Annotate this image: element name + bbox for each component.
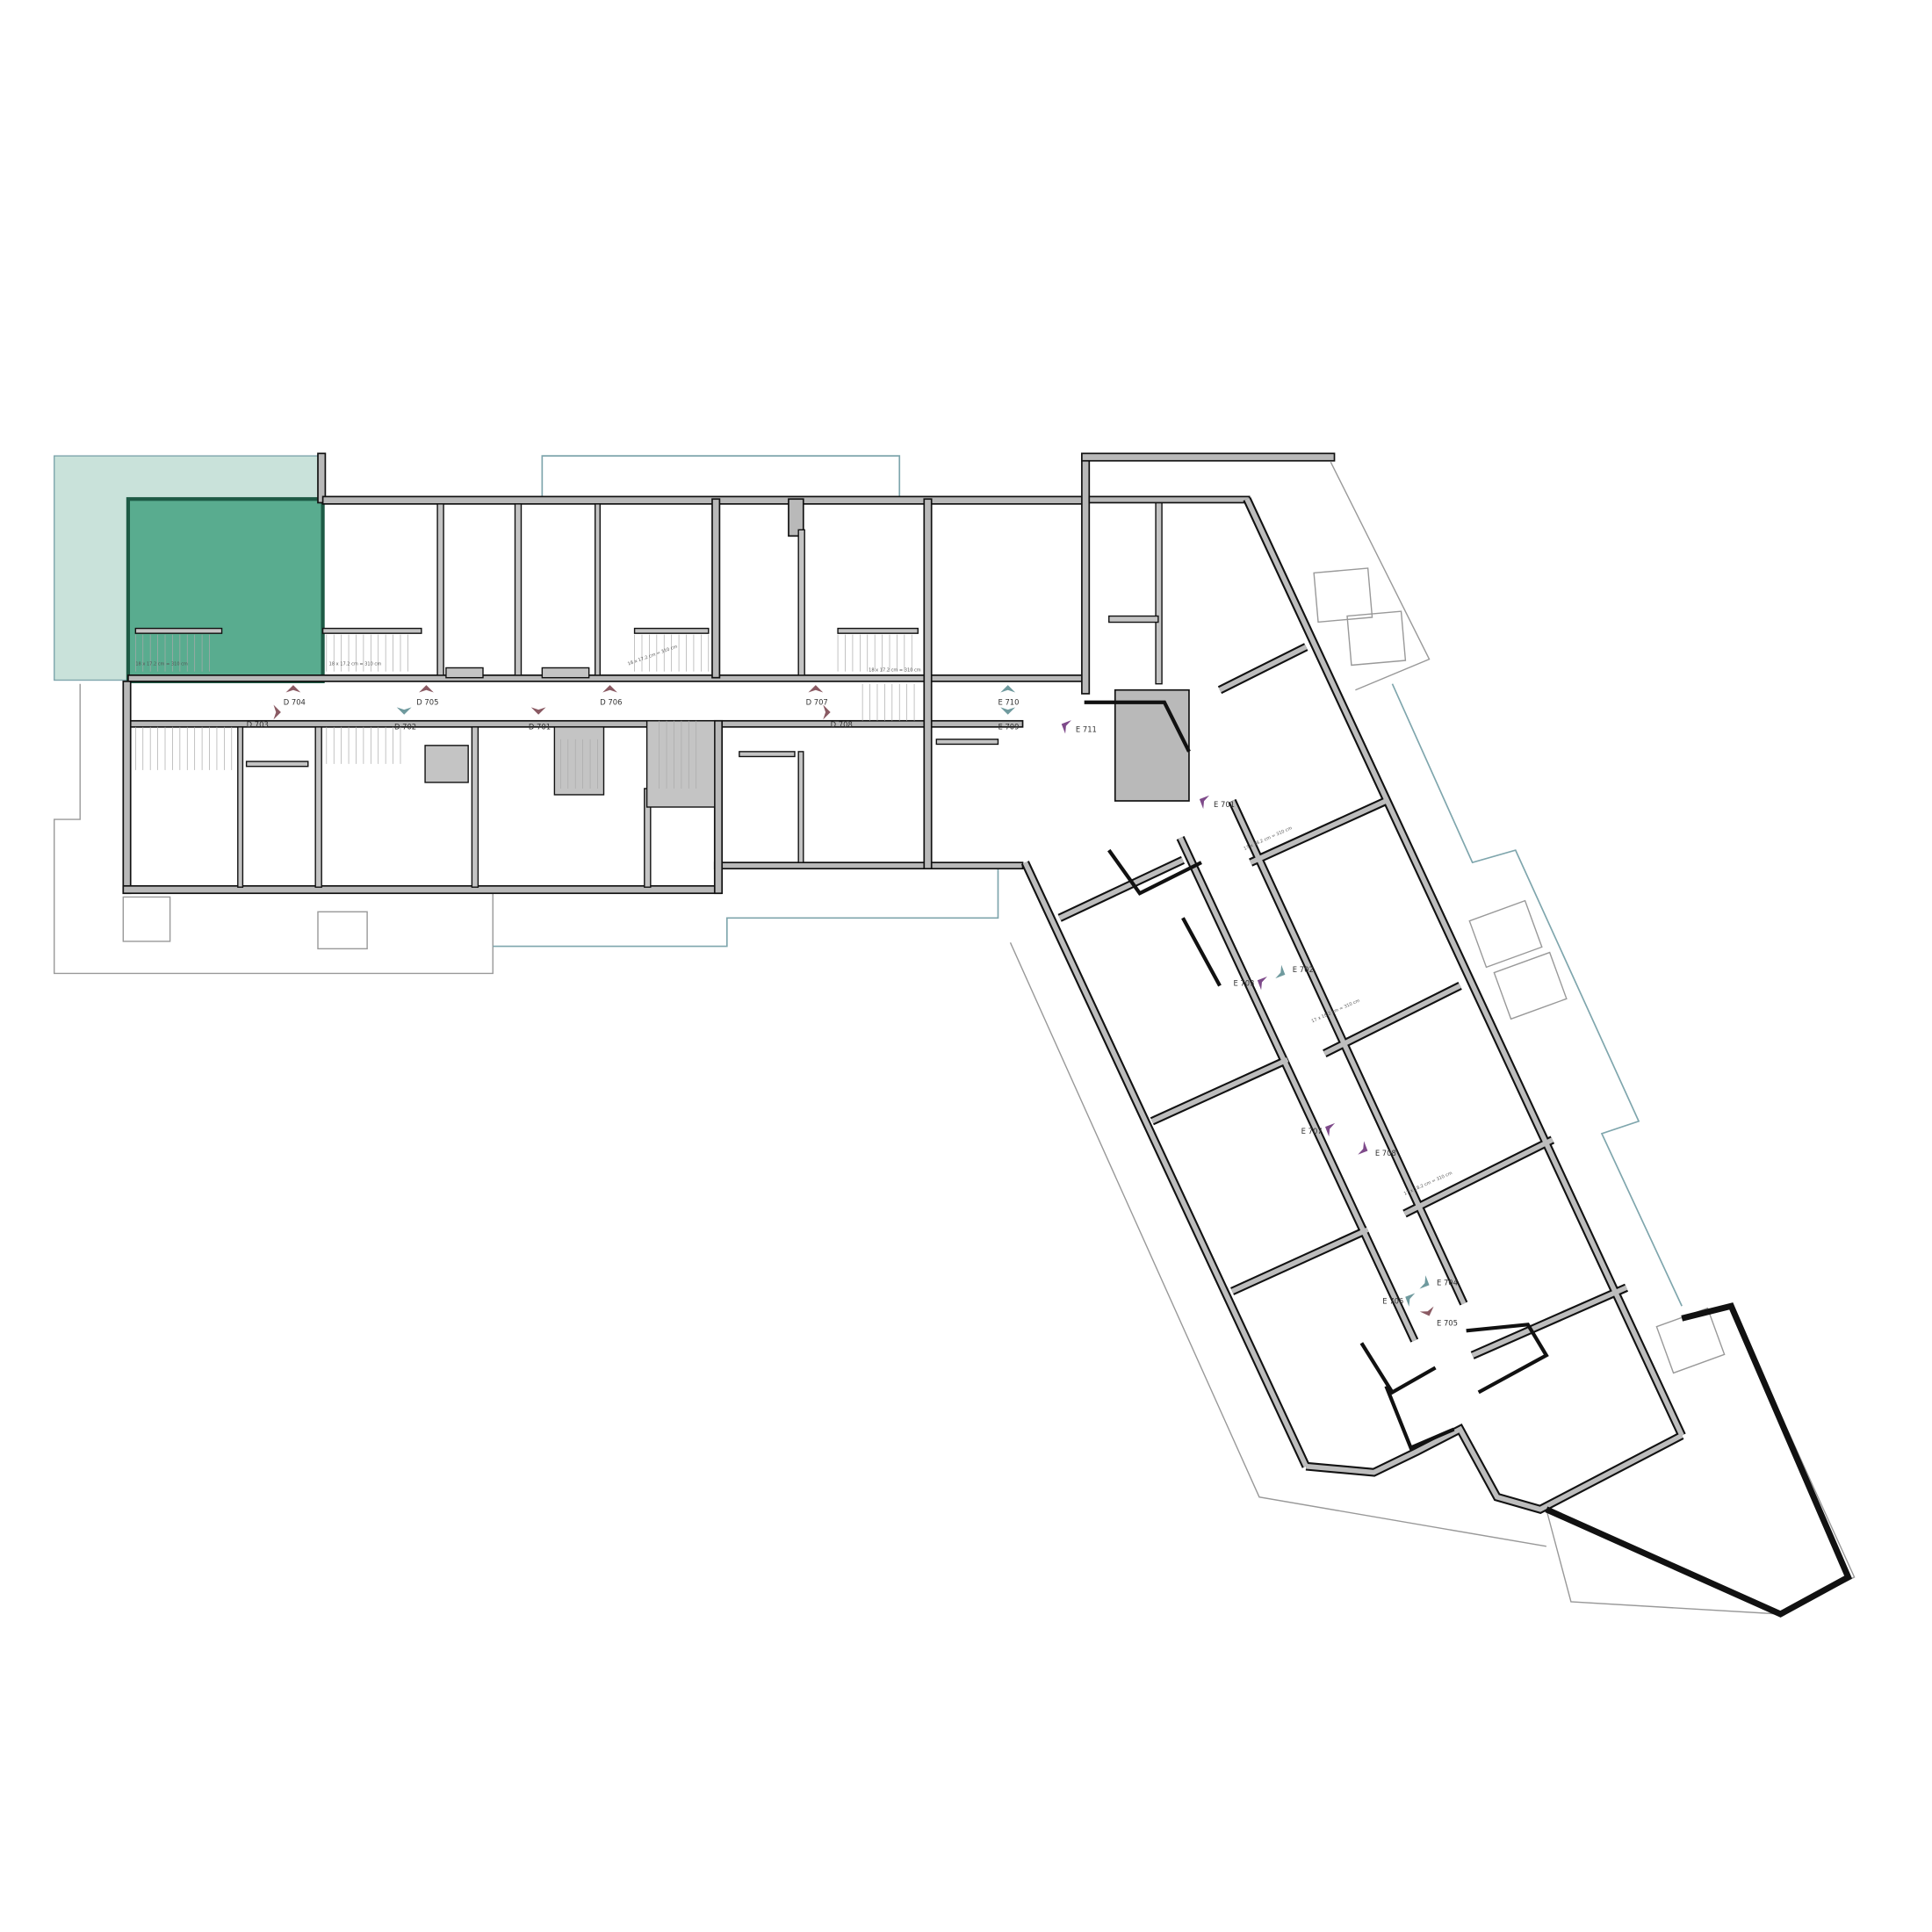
unit-entrance-icon: [1405, 1293, 1416, 1307]
unit-marker[interactable]: D 703: [247, 704, 281, 729]
unit-entrance-icon: [285, 685, 301, 693]
unit-label: D 706: [600, 698, 622, 707]
unit-label: D 703: [247, 720, 269, 729]
unit-marker[interactable]: D 701: [529, 707, 551, 732]
unit-marker[interactable]: D 702: [394, 707, 416, 732]
stair-note: 18 x 17.2 cm = 310 cm: [869, 668, 921, 674]
unit-label: E 710: [998, 698, 1019, 707]
unit-entrance-icon: [602, 685, 617, 693]
unit-label: E 711: [1076, 724, 1097, 733]
highlighted-unit-d704[interactable]: [126, 497, 325, 683]
unit-label: E 701: [1214, 800, 1235, 809]
walls-main-block: [122, 452, 1088, 895]
unit-markers: D 704 D 703 D 705 D 702 D 701 D 706 D 707 D 708…: [247, 685, 1458, 1328]
unit-label: D 704: [284, 698, 306, 707]
unit-marker[interactable]: E 707: [1301, 1120, 1336, 1137]
unit-marker[interactable]: E 708: [1358, 1141, 1396, 1157]
unit-entrance-icon: [808, 685, 824, 693]
unit-entrance-icon: [530, 707, 546, 715]
unit-label: E 707: [1301, 1127, 1323, 1135]
unit-marker[interactable]: E 701: [1196, 792, 1235, 810]
unit-label: D 708: [831, 720, 853, 729]
unit-marker[interactable]: E 710: [998, 685, 1020, 707]
unit-entrance-icon: [1419, 1275, 1430, 1289]
unit-entrance-icon: [1325, 1122, 1336, 1137]
unit-entrance-icon: [396, 707, 412, 715]
unit-marker[interactable]: D 707: [806, 685, 828, 707]
unit-label: D 701: [529, 723, 551, 732]
unit-label: D 705: [416, 698, 438, 707]
unit-entrance-icon: [1358, 1141, 1368, 1155]
unit-entrance-icon: [1000, 707, 1016, 715]
unit-marker[interactable]: E 711: [1058, 717, 1097, 734]
unit-label: D 702: [394, 723, 416, 732]
unit-marker[interactable]: D 705: [416, 685, 438, 707]
unit-entrance-icon: [419, 685, 434, 693]
stair-note: 18 x 17.2 cm = 310 cm: [329, 662, 382, 667]
walls-diagonal-wing: [1020, 497, 1853, 1618]
unit-marker[interactable]: D 706: [600, 685, 622, 707]
unit-label: E 704: [1437, 1278, 1458, 1287]
unit-entrance-icon: [1199, 795, 1210, 810]
unit-label: E 709: [998, 723, 1019, 732]
unit-label: E 702: [1293, 965, 1314, 974]
unit-entrance-icon: [1061, 720, 1071, 734]
unit-label: E 705: [1437, 1319, 1458, 1328]
unit-label: E 708: [1375, 1149, 1396, 1157]
unit-marker[interactable]: E 706: [1382, 1290, 1416, 1307]
unit-label: E 706: [1382, 1296, 1403, 1305]
unit-marker[interactable]: E 702: [1275, 964, 1314, 982]
stair-note: 18 x 17.2 cm = 310 cm: [135, 662, 188, 667]
walls-right-block: [1081, 452, 1336, 802]
unit-marker[interactable]: E 703: [1233, 974, 1267, 991]
stairs: [134, 634, 915, 789]
unit-label: D 707: [806, 698, 828, 707]
unit-entrance-icon: [1275, 964, 1286, 979]
unit-entrance-icon: [823, 704, 831, 720]
unit-marker[interactable]: D 704: [284, 685, 306, 707]
unit-marker[interactable]: E 705: [1419, 1306, 1458, 1328]
unit-entrance-icon: [1000, 685, 1016, 693]
unit-marker[interactable]: E 704: [1419, 1275, 1458, 1292]
unit-label: E 703: [1233, 978, 1254, 987]
unit-marker[interactable]: E 709: [998, 707, 1020, 732]
unit-entrance-icon: [1419, 1306, 1434, 1316]
unit-entrance-icon: [1257, 976, 1267, 991]
unit-marker[interactable]: D 708: [823, 704, 853, 729]
unit-entrance-icon: [273, 704, 281, 720]
